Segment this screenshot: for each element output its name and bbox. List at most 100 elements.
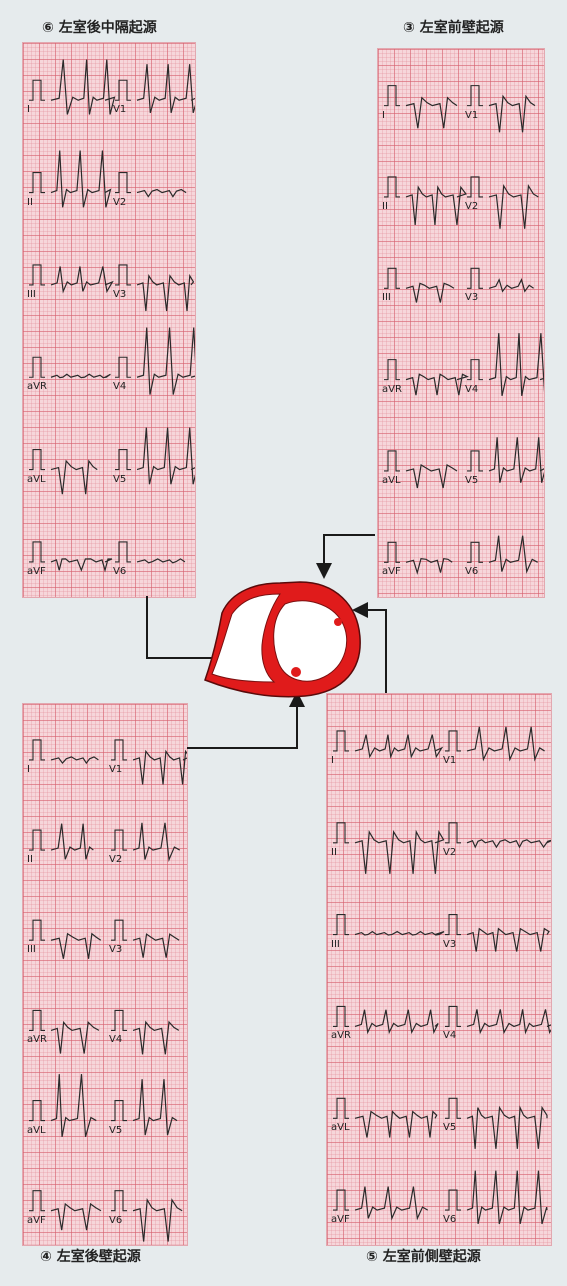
calibration-pulse [111,739,127,761]
lead-label: aVL [27,473,46,485]
ecg-waveform [488,278,534,293]
lead-label: aVR [331,1030,351,1042]
lead-label: III [27,944,36,956]
lead-label: III [382,292,391,304]
calibration-pulse [115,79,131,101]
ecg-waveform [50,1202,102,1231]
lead-label: aVF [27,1214,46,1226]
ecg-waveform [132,1020,180,1055]
ecg-waveform [132,749,187,785]
ecg-waveform [354,829,445,874]
lead-label: V3 [465,292,479,304]
calibration-pulse [445,914,461,936]
ecg-waveform [50,266,114,294]
calibration-pulse [111,1190,127,1212]
ecg-waveform [488,333,544,397]
calibration-pulse [384,176,400,198]
lead-label: aVF [27,565,46,577]
ecg-waveform [50,59,116,115]
lead-label: V4 [443,1030,457,1042]
calibration-pulse [333,914,349,936]
calibration-pulse [29,1100,45,1122]
ecg-waveform [354,930,445,936]
ecg-waveform [466,726,545,762]
lead-label: V1 [113,104,127,116]
ecg-traces-anterior [384,85,544,575]
lead-label: I [331,754,334,766]
calibration-pulse [111,829,127,851]
calibration-pulse [115,541,131,563]
calibration-pulse [445,730,461,752]
arrow-posterior [187,691,305,749]
lead-label: V6 [465,566,479,578]
ecg-waveform [50,1074,97,1137]
ecg-waveform [466,1009,551,1035]
calibration-pulse [445,1097,461,1119]
ecg-waveform [354,1186,429,1221]
calibration-pulse [467,450,483,472]
calibration-pulse [115,172,131,194]
ecg-waveform [50,823,94,860]
calibration-pulse [384,450,400,472]
ecg-waveform [488,94,536,133]
calibration-pulse [333,1005,349,1027]
ecg-traces-posterior [29,739,187,1242]
calibration-pulse [111,1009,127,1031]
ecg-waveform [466,927,550,952]
ecg-waveform [50,459,98,495]
ecg-waveform [136,273,195,312]
ecg-waveform [466,839,551,849]
lead-label: V4 [109,1034,123,1046]
calibration-pulse [467,176,483,198]
lead-label: V1 [109,763,123,775]
ecg-waveform [136,558,186,564]
ecg-waveform [354,1110,438,1138]
calibration-pulse [333,1189,349,1211]
calibration-pulse [467,359,483,381]
lead-label: V2 [443,846,457,858]
ecg-waveform [488,535,538,574]
calibration-pulse [29,739,45,761]
ecg-waveform [354,734,444,759]
panel-title-anterior: ③ 左室前壁起源 [403,20,504,36]
lead-label: V6 [113,565,127,577]
calibration-pulse [111,1100,127,1122]
calibration-pulse [384,85,400,107]
lead-label: II [27,854,33,866]
ecg-waveform [466,1170,548,1225]
lead-label: V4 [113,381,127,393]
calibration-pulse [467,267,483,289]
lead-label: V3 [109,944,123,956]
ecg-waveform [132,1079,178,1136]
calibration-pulse [29,449,45,471]
heart-cross-section [204,581,361,698]
ecg-waveform [405,373,469,396]
ecg-traces-septal [29,59,195,573]
calibration-pulse [384,541,400,563]
lead-label: I [27,763,30,775]
panel-title-posterior: ④ 左室後壁起源 [40,1249,141,1265]
lead-label: aVF [331,1214,350,1226]
ecg-waveform [466,1105,548,1149]
calibration-pulse [445,1005,461,1027]
ecg-waveform [488,183,539,229]
ecg-waveform [405,185,467,225]
calibration-pulse [333,730,349,752]
calibration-pulse [29,79,45,101]
lead-label: aVL [331,1122,350,1134]
calibration-pulse [115,264,131,286]
ecg-waveform [405,96,458,129]
ecg-waveform [50,558,113,573]
arrow-lateral [352,602,387,693]
panel-title-septal: ⑥ 左室後中隔起源 [42,20,157,36]
ecg-waveform [354,1009,439,1035]
panel-title-lateral: ⑤ 左室前側壁起源 [366,1249,481,1265]
ecg-traces-lateral [333,726,551,1225]
lead-label: V6 [443,1214,457,1226]
ecg-waveform [132,933,180,958]
ecg-waveform [405,557,453,575]
